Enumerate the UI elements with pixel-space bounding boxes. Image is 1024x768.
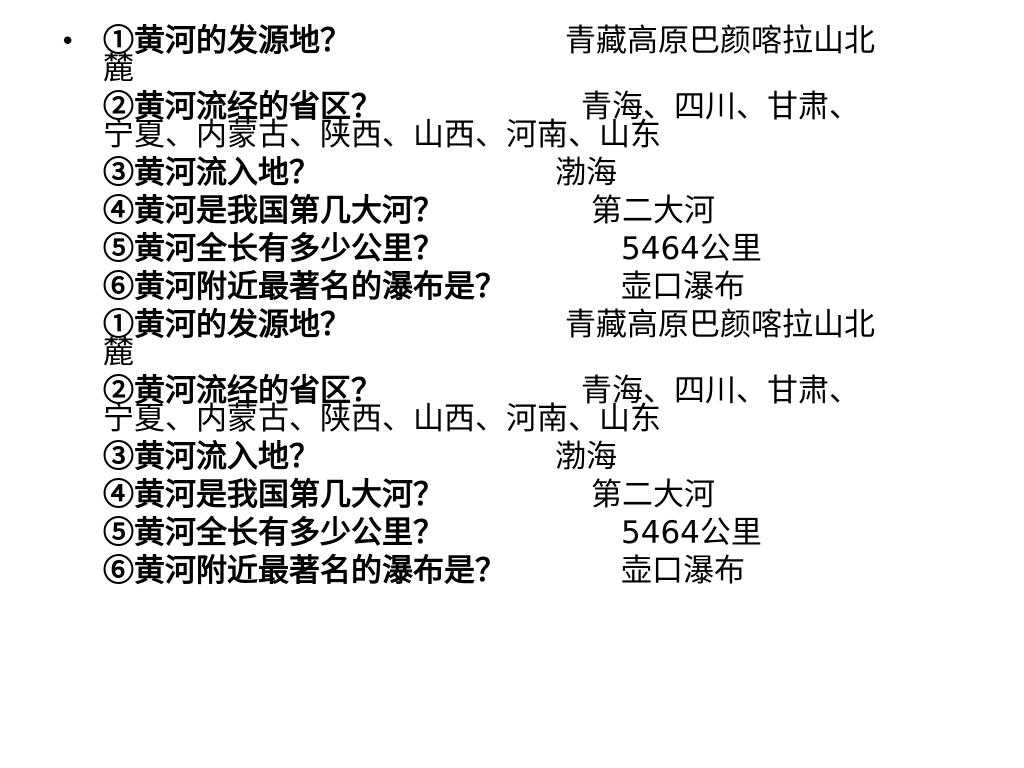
slide-content: ①黄河的发源地？ 青藏高原巴颜喀拉山北 麓 ②黄河流经的省区？ 青海、四川、甘肃… (103, 22, 983, 590)
answer-text: 青藏高原巴颜喀拉山北 (565, 23, 875, 59)
question-text: ②黄河流经的省区？ (103, 89, 382, 125)
answer-text: 渤海 (555, 155, 617, 191)
answer-number: 5464 (621, 515, 700, 551)
question-text: ⑥黄河附近最著名的瀑布是？ (103, 553, 506, 589)
answer-text: 青海、四川、甘肃、 (581, 89, 860, 125)
qa-item-rank: ④黄河是我国第几大河？ 第二大河 (103, 192, 983, 230)
answer-number: 5464 (621, 231, 700, 267)
qa-item-rank: ④黄河是我国第几大河？ 第二大河 (103, 476, 983, 514)
qa-item-mouth: ③黄河流入地？ 渤海 (103, 438, 983, 476)
question-text: ③黄河流入地？ (103, 439, 320, 475)
question-text: ①黄河的发源地？ (103, 307, 351, 343)
qa-item-waterfall: ⑥黄河附近最著名的瀑布是？ 壶口瀑布 (103, 268, 983, 306)
answer-text: 青藏高原巴颜喀拉山北 (565, 307, 875, 343)
question-text: ⑤黄河全长有多少公里？ (103, 515, 444, 551)
answer-text: 壶口瀑布 (621, 269, 745, 305)
answer-continuation: 宁夏、内蒙古、陕西、山西、河南、山东 (103, 117, 661, 153)
answer-text: 青海、四川、甘肃、 (581, 373, 860, 409)
answer-text: 壶口瀑布 (621, 553, 745, 589)
answer-text: 5464公里 (621, 514, 762, 552)
question-text: ⑤黄河全长有多少公里？ (103, 231, 444, 267)
qa-item-source: ①黄河的发源地？ 青藏高原巴颜喀拉山北 麓 (103, 22, 983, 88)
question-text: ④黄河是我国第几大河？ (103, 477, 444, 513)
answer-text: 第二大河 (591, 477, 715, 513)
answer-continuation: 麓 (103, 335, 134, 371)
question-text: ④黄河是我国第几大河？ (103, 193, 444, 229)
qa-item-provinces: ②黄河流经的省区？ 青海、四川、甘肃、 宁夏、内蒙古、陕西、山西、河南、山东 (103, 372, 983, 438)
answer-continuation: 宁夏、内蒙古、陕西、山西、河南、山东 (103, 401, 661, 437)
question-text: ②黄河流经的省区？ (103, 373, 382, 409)
qa-item-waterfall: ⑥黄河附近最著名的瀑布是？ 壶口瀑布 (103, 552, 983, 590)
answer-text: 5464公里 (621, 230, 762, 268)
question-text: ①黄河的发源地？ (103, 23, 351, 59)
qa-item-provinces: ②黄河流经的省区？ 青海、四川、甘肃、 宁夏、内蒙古、陕西、山西、河南、山东 (103, 88, 983, 154)
question-text: ⑥黄河附近最著名的瀑布是？ (103, 269, 506, 305)
question-text: ③黄河流入地？ (103, 155, 320, 191)
qa-item-mouth: ③黄河流入地？ 渤海 (103, 154, 983, 192)
answer-continuation: 麓 (103, 51, 134, 87)
answer-unit: 公里 (699, 231, 762, 267)
bullet-marker: • (60, 27, 76, 57)
qa-item-source: ①黄河的发源地？ 青藏高原巴颜喀拉山北 麓 (103, 306, 983, 372)
answer-unit: 公里 (699, 515, 762, 551)
qa-item-length: ⑤黄河全长有多少公里？ 5464公里 (103, 514, 983, 552)
qa-item-length: ⑤黄河全长有多少公里？ 5464公里 (103, 230, 983, 268)
answer-text: 第二大河 (591, 193, 715, 229)
answer-text: 渤海 (555, 439, 617, 475)
